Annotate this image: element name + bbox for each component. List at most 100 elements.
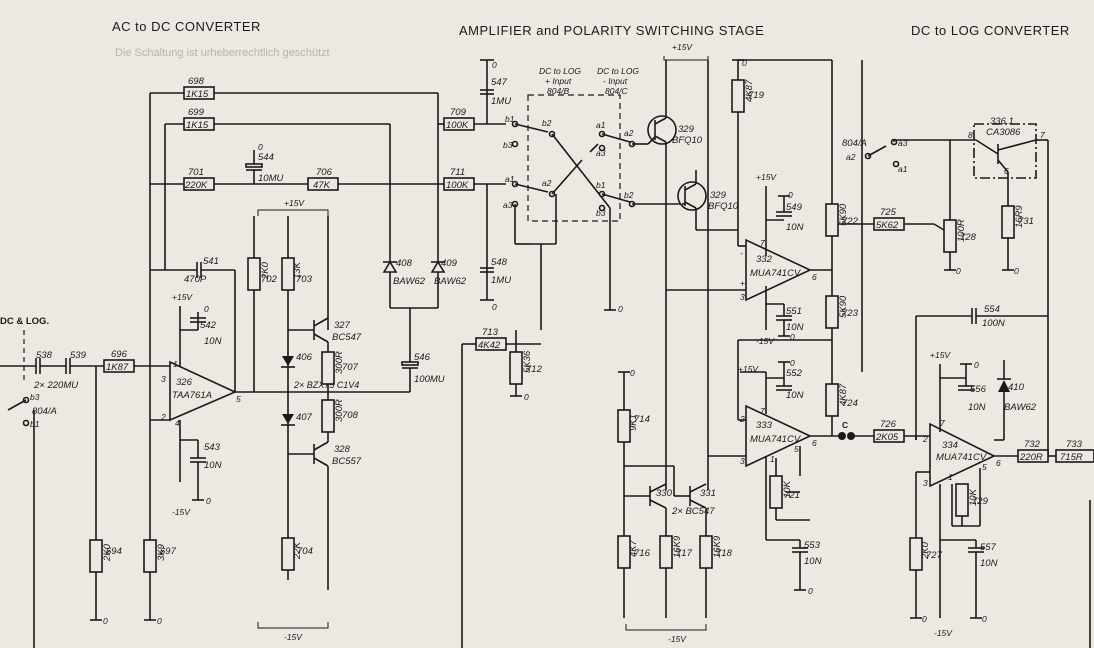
- svg-text:b2: b2: [542, 118, 552, 128]
- svg-text:0: 0: [788, 190, 793, 200]
- svg-text:2: 2: [922, 434, 928, 444]
- svg-text:300R: 300R: [334, 399, 345, 422]
- svg-text:713: 713: [482, 327, 499, 338]
- svg-text:BAW62: BAW62: [434, 276, 467, 287]
- svg-text:a3: a3: [596, 148, 606, 158]
- svg-text:16K9: 16K9: [712, 535, 723, 558]
- resistor-708: 300R 708: [321, 399, 359, 433]
- transistor-330: 330: [649, 483, 673, 509]
- svg-text:407: 407: [296, 412, 313, 423]
- svg-text:b1: b1: [596, 180, 606, 190]
- resistor-713: 713 4K42: [475, 327, 507, 351]
- wires-top: [149, 60, 506, 300]
- svg-text:2K0: 2K0: [260, 261, 271, 280]
- svg-text:4K7: 4K7: [628, 539, 639, 557]
- section-title-amplifier: AMPLIFIER and POLARITY SWITCHING STAGE: [459, 23, 764, 38]
- svg-text:100N: 100N: [982, 318, 1005, 329]
- resistor-706: 706 47K: [307, 167, 339, 191]
- faint-watermark: Die Schaltung ist urheberrechtlich gesch…: [115, 47, 330, 59]
- svg-text:546: 546: [414, 352, 431, 363]
- svg-text:+15V: +15V: [930, 350, 951, 360]
- svg-text:-15V: -15V: [934, 628, 953, 638]
- svg-text:553: 553: [804, 540, 821, 551]
- svg-text:100R: 100R: [956, 219, 967, 242]
- resistor-723: 5K90 723: [825, 295, 859, 329]
- svg-text:7: 7: [760, 238, 765, 248]
- svg-text:722: 722: [842, 216, 859, 227]
- capacitor-539: 539: [65, 350, 87, 374]
- svg-text:0: 0: [524, 392, 529, 402]
- svg-text:7: 7: [760, 406, 765, 416]
- svg-text:715R: 715R: [1060, 452, 1083, 463]
- svg-text:557: 557: [980, 542, 997, 553]
- switch-b-lower: b1 b3 b2: [596, 180, 636, 218]
- svg-text:b3: b3: [503, 140, 513, 150]
- capacitor-557: 0 557 10N: [968, 540, 998, 624]
- svg-text:10MU: 10MU: [258, 173, 283, 184]
- svg-text:707: 707: [342, 362, 359, 373]
- svg-text:329: 329: [678, 124, 695, 135]
- resistor-702: 2K0 702: [247, 257, 278, 291]
- svg-text:706: 706: [316, 167, 333, 178]
- resistor-727: 2K0 727: [909, 537, 943, 571]
- transistor-328: 328 BC557: [313, 441, 362, 467]
- opamp-334: 334 MUA741CV 2 3 6 7 5 1: [922, 418, 1001, 488]
- transistor-331: 331: [689, 483, 716, 509]
- svg-text:6: 6: [812, 272, 817, 282]
- svg-text:10N: 10N: [204, 460, 222, 471]
- svg-text:0: 0: [1014, 266, 1019, 276]
- svg-text:BFQ10: BFQ10: [708, 201, 739, 212]
- svg-text:333: 333: [756, 420, 773, 431]
- svg-text:326: 326: [176, 377, 193, 388]
- svg-text:3: 3: [740, 456, 745, 466]
- svg-text:22K: 22K: [292, 541, 303, 560]
- svg-text:3: 3: [161, 374, 166, 384]
- svg-text:+ Input: + Input: [545, 76, 572, 86]
- svg-text:+15V: +15V: [172, 292, 193, 302]
- svg-text:701: 701: [188, 167, 204, 178]
- dc-log-tag: DC & LOG.: [0, 316, 49, 327]
- svg-text:1K15: 1K15: [186, 120, 209, 131]
- resistor-696: 696 1K87: [103, 349, 135, 373]
- capacitor-544: 544 10MU 0: [245, 142, 283, 184]
- svg-text:409: 409: [441, 258, 458, 269]
- svg-text:702: 702: [261, 274, 278, 285]
- svg-text:1: 1: [948, 472, 953, 482]
- svg-text:-15V: -15V: [756, 336, 775, 346]
- svg-text:+15V: +15V: [756, 172, 777, 182]
- svg-text:10N: 10N: [786, 222, 804, 233]
- svg-text:4K87: 4K87: [838, 383, 849, 406]
- svg-text:406: 406: [296, 352, 313, 363]
- svg-text:0: 0: [790, 332, 795, 342]
- capacitor-546: 546 100MU: [401, 352, 445, 392]
- resistor-722: 5K90 722: [825, 203, 859, 237]
- svg-text:2K05: 2K05: [875, 432, 899, 443]
- svg-text:8: 8: [968, 130, 973, 140]
- svg-text:47K: 47K: [313, 180, 331, 191]
- resistor-698: 698 1K15: [183, 76, 215, 100]
- capacitor-548: 548 1MU 0: [480, 257, 511, 312]
- svg-text:717: 717: [676, 548, 693, 559]
- svg-text:+: +: [740, 278, 745, 288]
- svg-text:721: 721: [784, 490, 800, 501]
- switch-804a-left: b3 b1 804/A: [7, 392, 57, 429]
- diode-407: 407: [281, 412, 313, 426]
- svg-text:a1: a1: [505, 174, 515, 184]
- fet-329-upper: 329 BFQ10: [647, 115, 703, 146]
- svg-text:733: 733: [1066, 439, 1083, 450]
- svg-text:0: 0: [204, 304, 209, 314]
- svg-text:9K1: 9K1: [628, 414, 639, 431]
- svg-text:331: 331: [700, 488, 716, 499]
- svg-text:1MU: 1MU: [491, 275, 511, 286]
- svg-text:5K90: 5K90: [838, 203, 849, 226]
- svg-text:0: 0: [103, 616, 108, 626]
- svg-text:727: 727: [926, 550, 943, 561]
- svg-text:725: 725: [880, 207, 897, 218]
- svg-text:549: 549: [786, 202, 803, 213]
- svg-text:10N: 10N: [786, 322, 804, 333]
- svg-text:-: -: [740, 248, 743, 258]
- svg-text:723: 723: [842, 308, 859, 319]
- capacitor-547: 0 547 1MU: [480, 59, 511, 107]
- svg-text:708: 708: [342, 410, 359, 421]
